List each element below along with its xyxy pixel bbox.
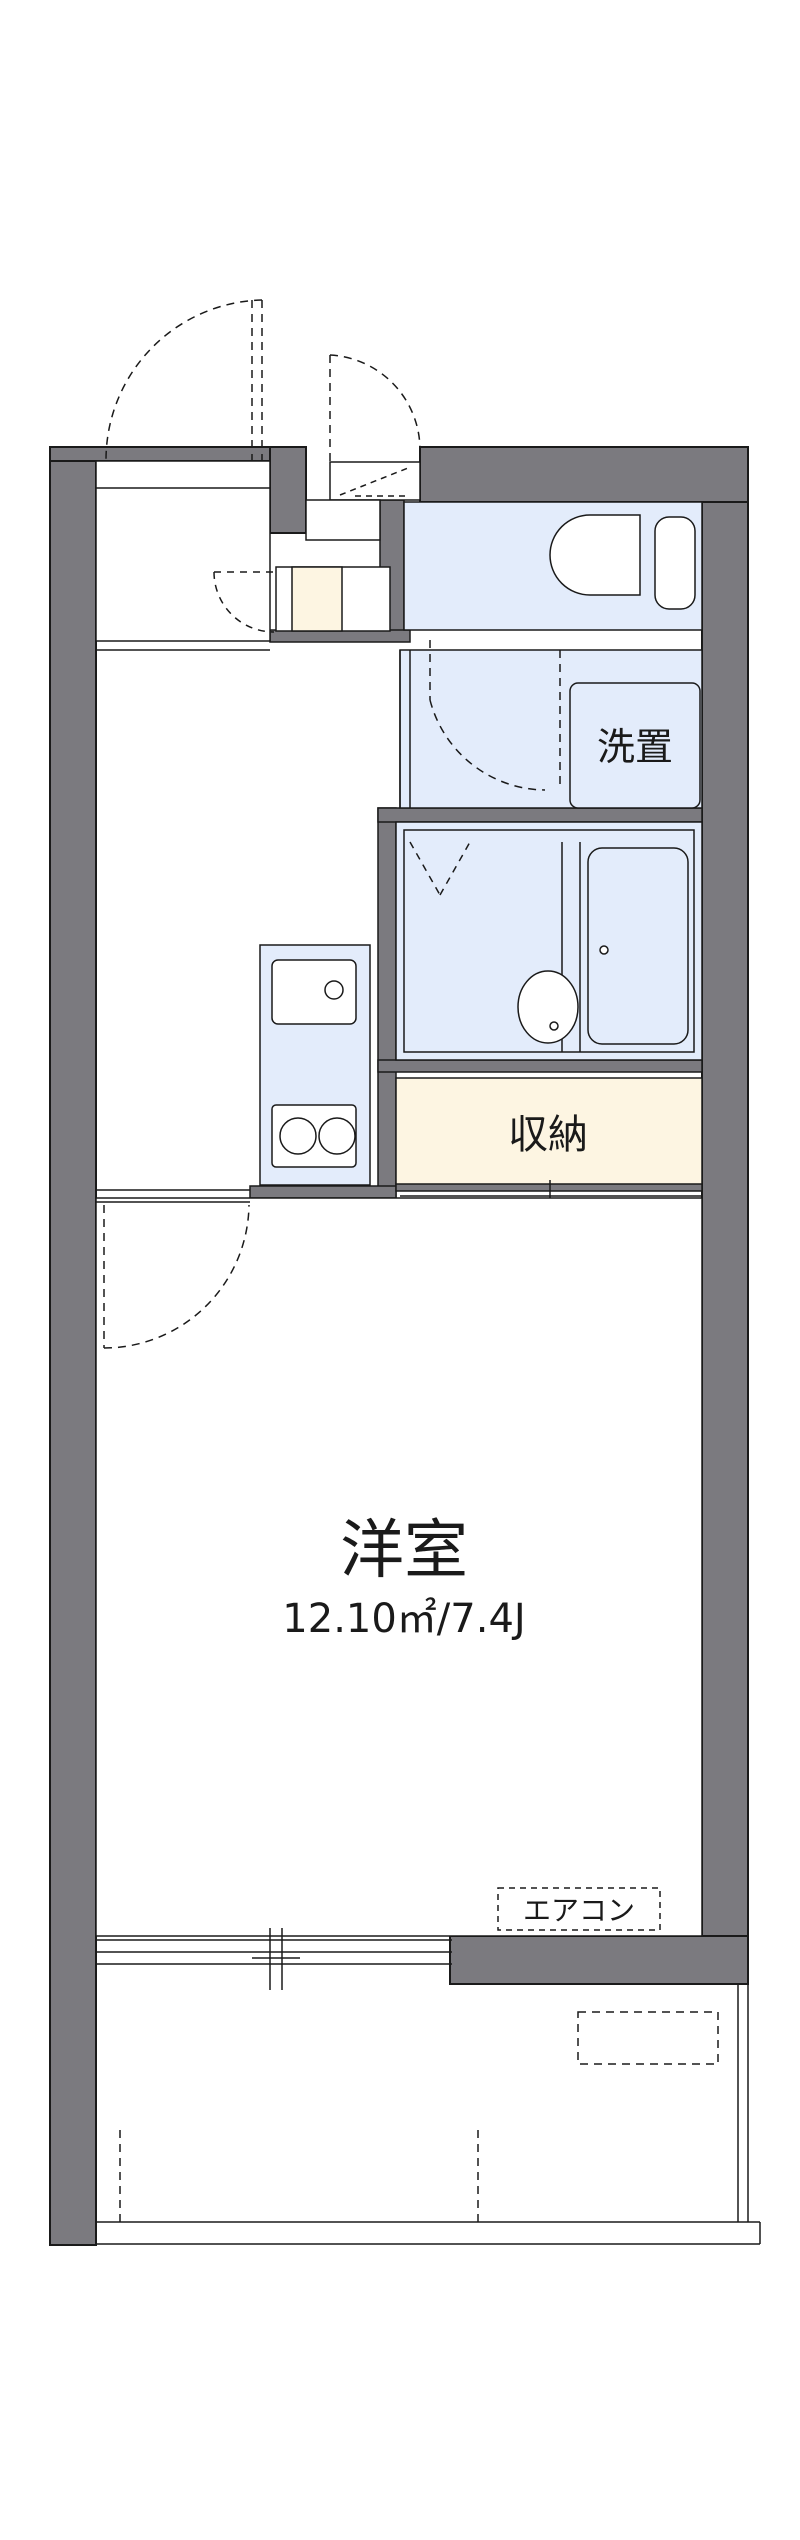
kitchen-sink xyxy=(271,959,357,1025)
western-room-area: 12.10㎡/7.4J xyxy=(282,1596,525,1642)
bathroom xyxy=(395,821,703,1061)
toilet-room xyxy=(403,501,703,631)
bath-door-2 xyxy=(439,841,471,896)
wall-kitchen-bottom xyxy=(249,1185,397,1199)
top-wall-mid xyxy=(269,446,307,534)
kitchen xyxy=(259,944,371,1186)
bathroom-outline xyxy=(403,829,695,1053)
toilet-bowl xyxy=(549,514,641,596)
shoe-cabinet-inner xyxy=(291,566,343,632)
wall-bath-left xyxy=(377,807,397,1199)
bathtub xyxy=(587,847,689,1045)
toilet-tank xyxy=(654,516,696,610)
air-conditioner-box xyxy=(497,1887,661,1931)
burner-right xyxy=(318,1117,356,1155)
entrance xyxy=(95,299,271,651)
exterior-walls xyxy=(49,446,749,2246)
room-door-swing xyxy=(103,1204,250,1349)
meter-box-mark-1 xyxy=(339,467,409,496)
washer-space xyxy=(569,682,701,809)
right-wall xyxy=(701,446,749,1985)
wall-wc-bottom xyxy=(269,629,411,643)
western-room-floor xyxy=(95,1197,703,1937)
outdoor-unit xyxy=(577,2011,719,2065)
corridor: 洗置 xyxy=(399,640,703,809)
washbasin-drain xyxy=(549,1021,559,1031)
wall-bath-top xyxy=(377,807,703,823)
front-door-swing xyxy=(105,299,263,461)
meter-door-swing xyxy=(329,354,421,451)
western-room-label: 洋室 xyxy=(340,1514,468,1588)
pipe-space xyxy=(305,499,381,541)
top-wall-right xyxy=(419,446,749,503)
storage-label: 収納 xyxy=(508,1112,588,1158)
top-wall-left xyxy=(49,446,271,462)
washer-label: 洗置 xyxy=(597,725,673,769)
wall-bath-bottom xyxy=(377,1059,703,1073)
burner-left xyxy=(279,1117,317,1155)
left-wall xyxy=(49,446,97,2246)
washbasin xyxy=(517,970,579,1044)
bathtub-drain xyxy=(599,945,609,955)
western-room: 洋室 12.10㎡/7.4J エアコン xyxy=(95,1189,703,1937)
shoe-cabinet xyxy=(213,566,391,633)
meter-box xyxy=(305,354,421,541)
air-conditioner-label: エアコン xyxy=(523,1894,635,1927)
entrance-floor xyxy=(95,460,271,642)
bath-door-1 xyxy=(409,841,441,896)
bottom-right-wall xyxy=(449,1935,749,1985)
kitchen-sink-drain xyxy=(324,980,344,1000)
storage-floor xyxy=(395,1077,703,1185)
balcony xyxy=(96,1928,761,2245)
toilet-door-swing xyxy=(429,699,546,791)
shoe-door-swing xyxy=(213,571,275,633)
